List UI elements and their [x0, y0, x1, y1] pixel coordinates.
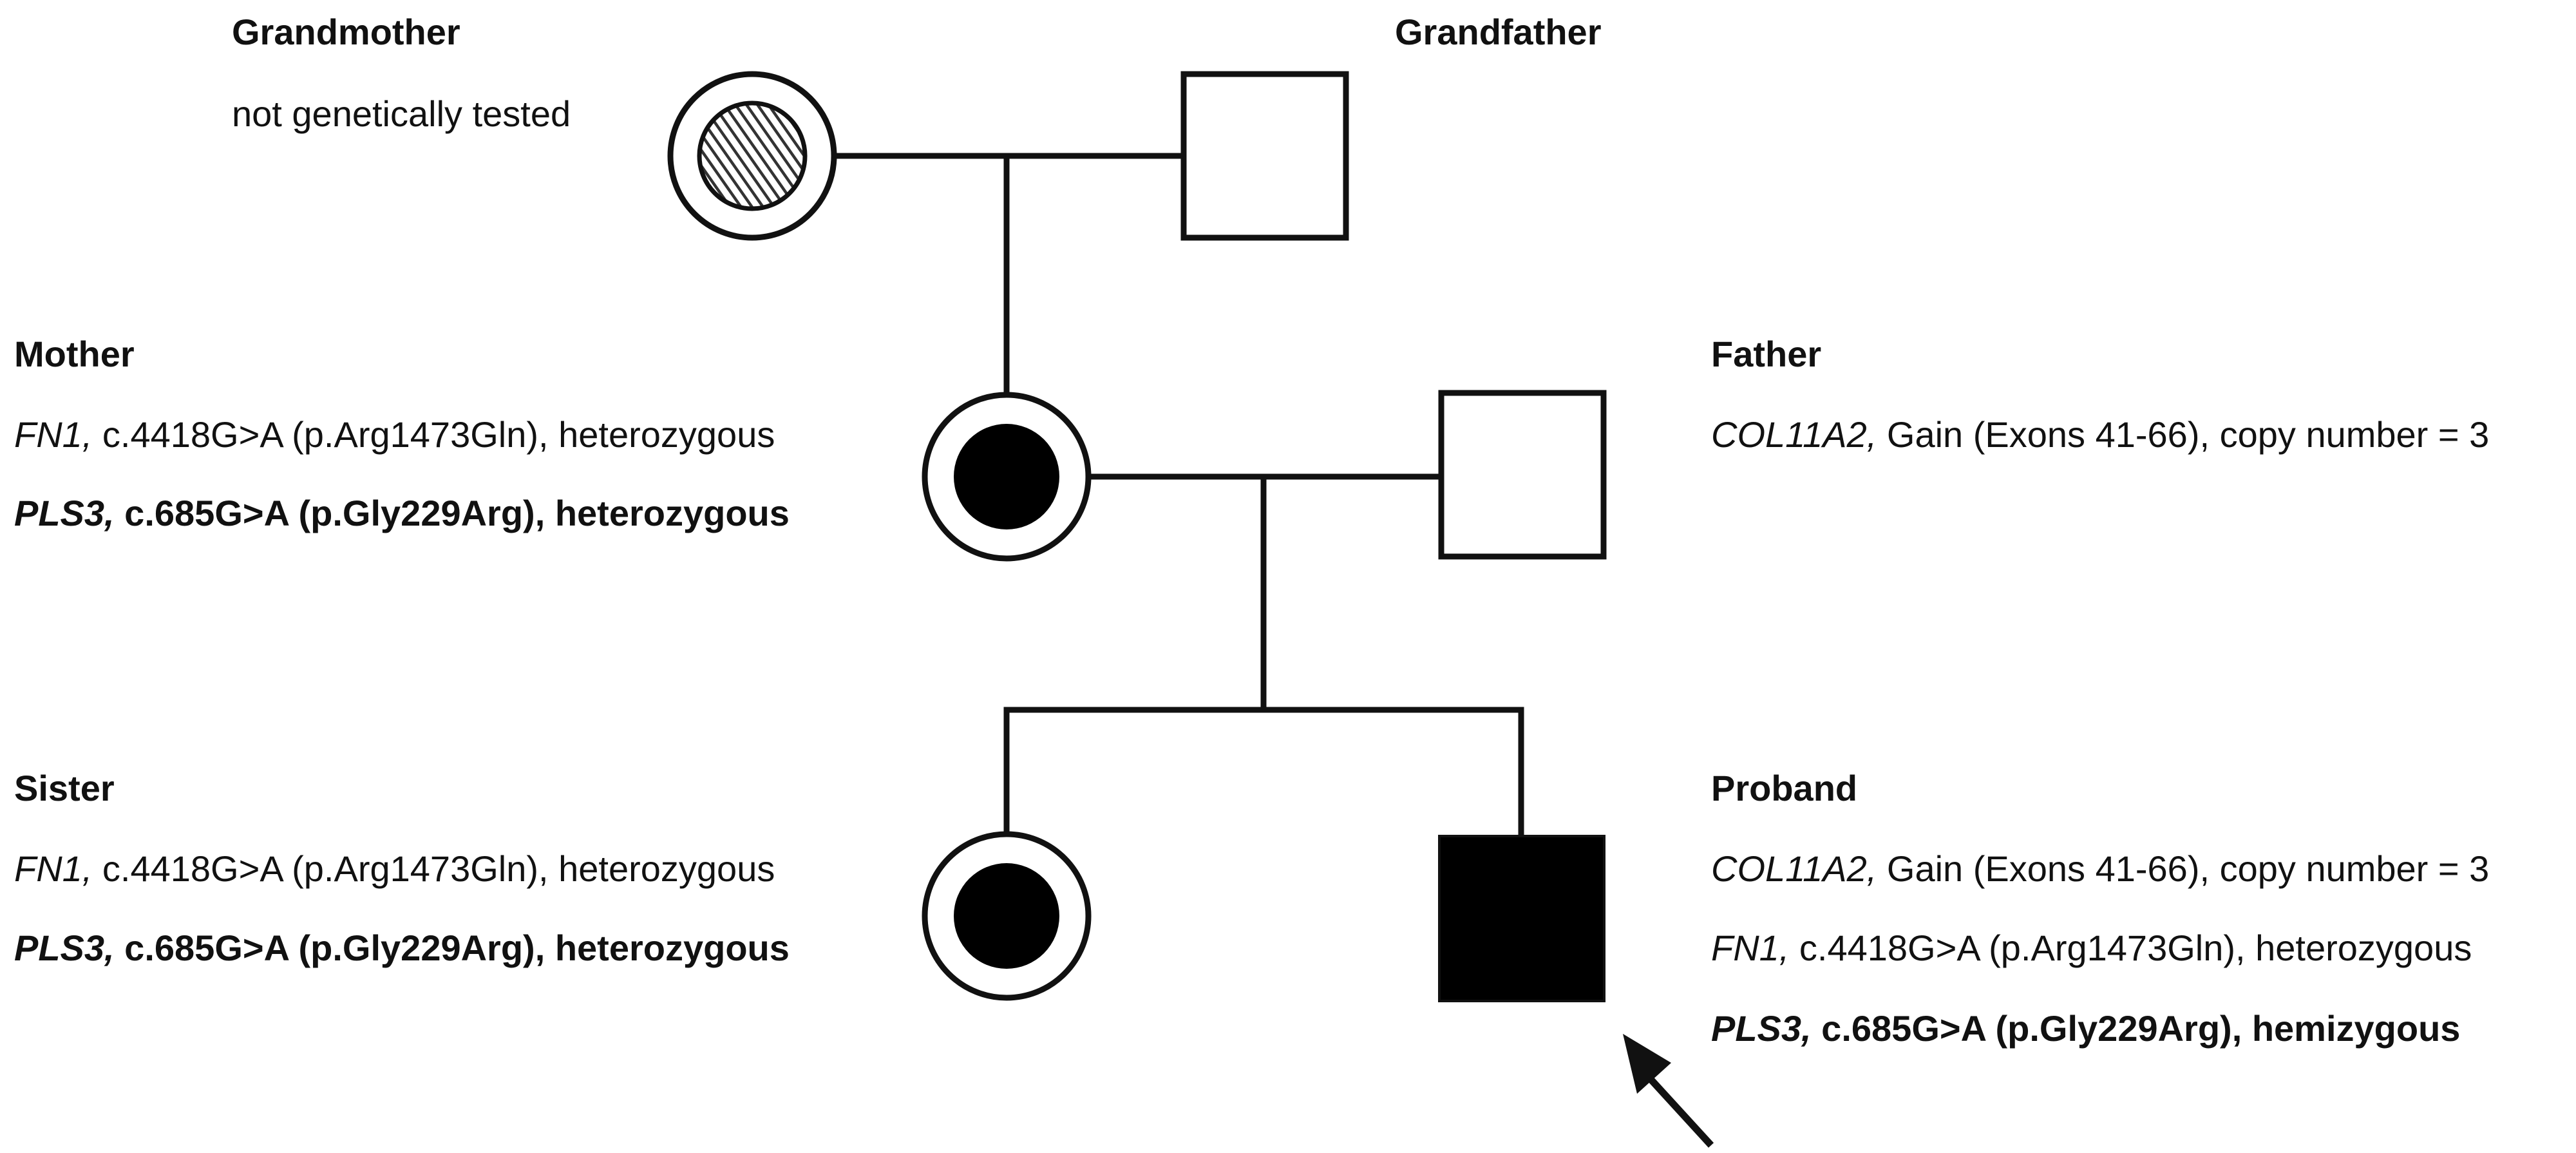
proband-arrow-icon: [1623, 1034, 1714, 1148]
grandmother-note: not genetically tested: [232, 93, 571, 134]
mother-variant-pls3: PLS3, c.685G>A (p.Gly229Arg), heterozygo…: [14, 493, 790, 534]
grandmother-symbol: [667, 71, 837, 241]
father-symbol: [1438, 390, 1607, 560]
mother-symbol: [922, 392, 1092, 562]
gene-name: PLS3,: [1711, 1008, 1812, 1049]
variant-detail: c.4418G>A (p.Arg1473Gln), heterozygous: [92, 414, 775, 455]
gene-name: PLS3,: [14, 928, 115, 968]
mother-name: Mother: [14, 334, 135, 374]
gene-name: COL11A2,: [1711, 848, 1877, 889]
variant-detail: c.4418G>A (p.Arg1473Gln), heterozygous: [1789, 928, 2472, 968]
grandfather-name: Grandfather: [1395, 12, 1602, 52]
gene-name: FN1,: [14, 848, 93, 889]
proband-symbol: [1438, 835, 1605, 1002]
father-variant-col11a2: COL11A2, Gain (Exons 41-66), copy number…: [1711, 414, 2489, 455]
sister-name: Sister: [14, 768, 115, 808]
gene-name: PLS3,: [14, 493, 115, 533]
variant-detail: Gain (Exons 41-66), copy number = 3: [1877, 848, 2490, 889]
variant-detail: Gain (Exons 41-66), copy number = 3: [1877, 414, 2490, 455]
grandmother-name: Grandmother: [232, 12, 460, 52]
sister-variant-pls3: PLS3, c.685G>A (p.Gly229Arg), heterozygo…: [14, 928, 790, 969]
variant-detail: c.685G>A (p.Gly229Arg), hemizygous: [1811, 1008, 2461, 1049]
proband-variant-col11a2: COL11A2, Gain (Exons 41-66), copy number…: [1711, 848, 2489, 890]
father-name: Father: [1711, 334, 1822, 374]
gene-name: FN1,: [1711, 928, 1790, 968]
gene-name: COL11A2,: [1711, 414, 1877, 455]
variant-detail: c.685G>A (p.Gly229Arg), heterozygous: [114, 493, 790, 533]
variant-detail: c.4418G>A (p.Arg1473Gln), heterozygous: [92, 848, 775, 889]
gene-name: FN1,: [14, 414, 93, 455]
sister-symbol: [922, 831, 1092, 1001]
sister-variant-fn1: FN1, c.4418G>A (p.Arg1473Gln), heterozyg…: [14, 848, 775, 890]
grandfather-symbol: [1180, 71, 1349, 241]
proband-name: Proband: [1711, 768, 1858, 808]
proband-variant-pls3: PLS3, c.685G>A (p.Gly229Arg), hemizygous: [1711, 1008, 2460, 1049]
proband-variant-fn1: FN1, c.4418G>A (p.Arg1473Gln), heterozyg…: [1711, 928, 2472, 969]
variant-detail: c.685G>A (p.Gly229Arg), heterozygous: [114, 928, 790, 968]
mother-variant-fn1: FN1, c.4418G>A (p.Arg1473Gln), heterozyg…: [14, 414, 775, 455]
